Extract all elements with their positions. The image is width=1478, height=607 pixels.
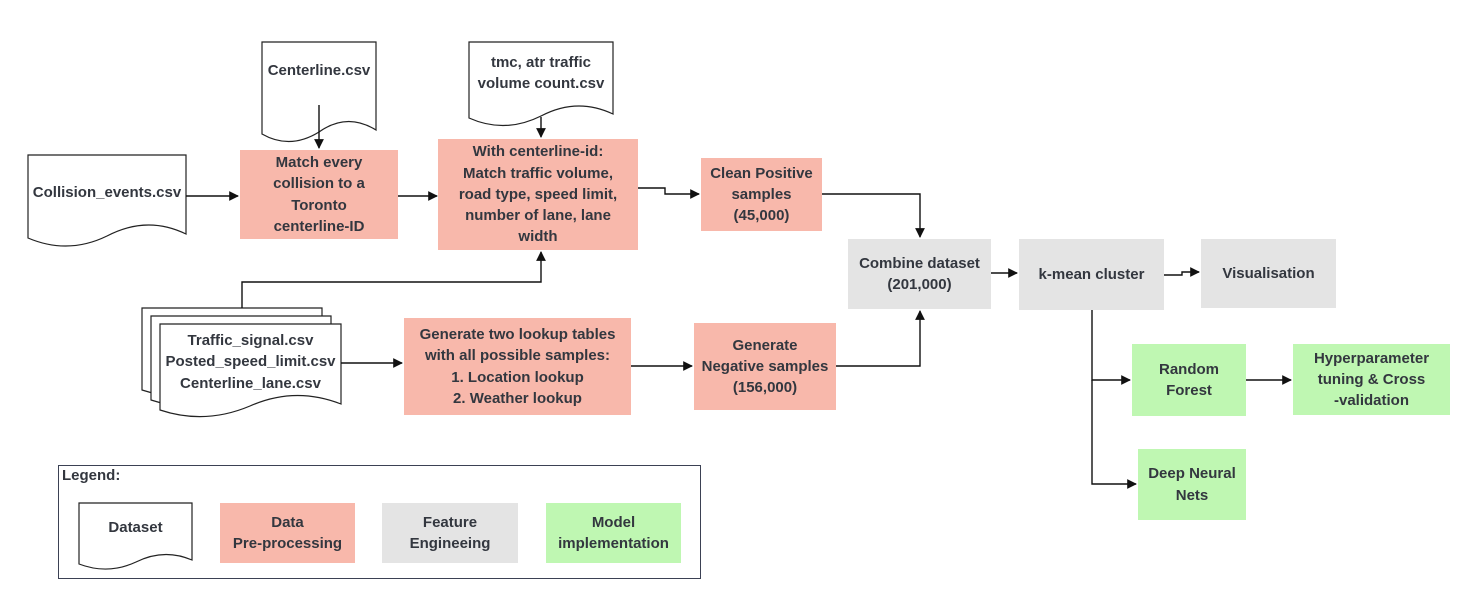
legend-feat-label: Feature Engineeing: [409, 513, 491, 552]
hyperparam-label: Hyperparameter tuning & Cross -validatio…: [1313, 349, 1430, 410]
edge-kmeans-to-random-forest: [1091, 310, 1131, 385]
visualisation-box: [1201, 239, 1336, 308]
legend-feat-box: [382, 503, 518, 563]
match-traffic-box: [438, 139, 638, 250]
match-collision-box: [240, 150, 398, 239]
clean-positive-label: Clean Positive samples (45,000): [710, 164, 813, 225]
lookup-tables-box: [404, 318, 631, 415]
negative-samples-label: Generate Negative samples (156,000): [701, 336, 829, 397]
tmc-csv-shape: [468, 41, 614, 127]
kmeans-label: k-mean cluster: [1038, 265, 1145, 283]
legend-pre-box: [220, 503, 355, 563]
random-forest-label: Random Forest: [1159, 360, 1219, 399]
clean-positive-box: [701, 158, 822, 231]
collision-csv-label: Collision_events.csv: [32, 184, 182, 202]
visualisation-label: Visualisation: [1222, 264, 1315, 282]
legend-dataset-shape: [78, 502, 193, 570]
combine-label: Combine dataset (201,000): [859, 254, 980, 293]
centerline-csv-label: Centerline.csv: [267, 62, 371, 80]
legend-pre-label: Data Pre-processing: [232, 513, 343, 552]
match-traffic-label: With centerline-id: Match traffic volume…: [458, 143, 618, 246]
legend-title: Legend:: [62, 467, 121, 484]
legend-model-box: [546, 503, 681, 563]
edge-match-traffic-to-positive: [638, 187, 700, 199]
combine-box: [848, 239, 991, 309]
lookup-tables-label: Generate two lookup tables with all poss…: [419, 325, 616, 407]
match-collision-label: Match every collision to a Toronto cente…: [273, 153, 365, 235]
dnn-label: Deep Neural Nets: [1148, 465, 1236, 504]
dnn-box: [1138, 449, 1246, 520]
collision-csv-shape: [27, 154, 187, 247]
multi-csv-shape-front: [159, 323, 342, 418]
multi-csv-label: Traffic_signal.csv Posted_speed_limit.cs…: [165, 332, 336, 392]
edge-negative-to-combine: [836, 310, 925, 367]
edge-kmeans-to-visualisation: [1164, 267, 1200, 277]
legend-frame: [58, 465, 701, 579]
edge-kmeans-to-dnn: [1091, 380, 1137, 489]
kmeans-box: [1019, 239, 1164, 310]
negative-samples-box: [694, 323, 836, 410]
edge-multi-to-match-traffic: [241, 251, 546, 308]
random-forest-box: [1132, 344, 1246, 416]
tmc-csv-label: tmc, atr traffic volume count.csv: [477, 53, 605, 92]
edge-positive-to-combine: [822, 193, 925, 238]
legend-model-label: Model implementation: [558, 513, 669, 552]
hyperparam-box: [1293, 344, 1450, 415]
legend-dataset-label: Dataset: [108, 519, 163, 537]
